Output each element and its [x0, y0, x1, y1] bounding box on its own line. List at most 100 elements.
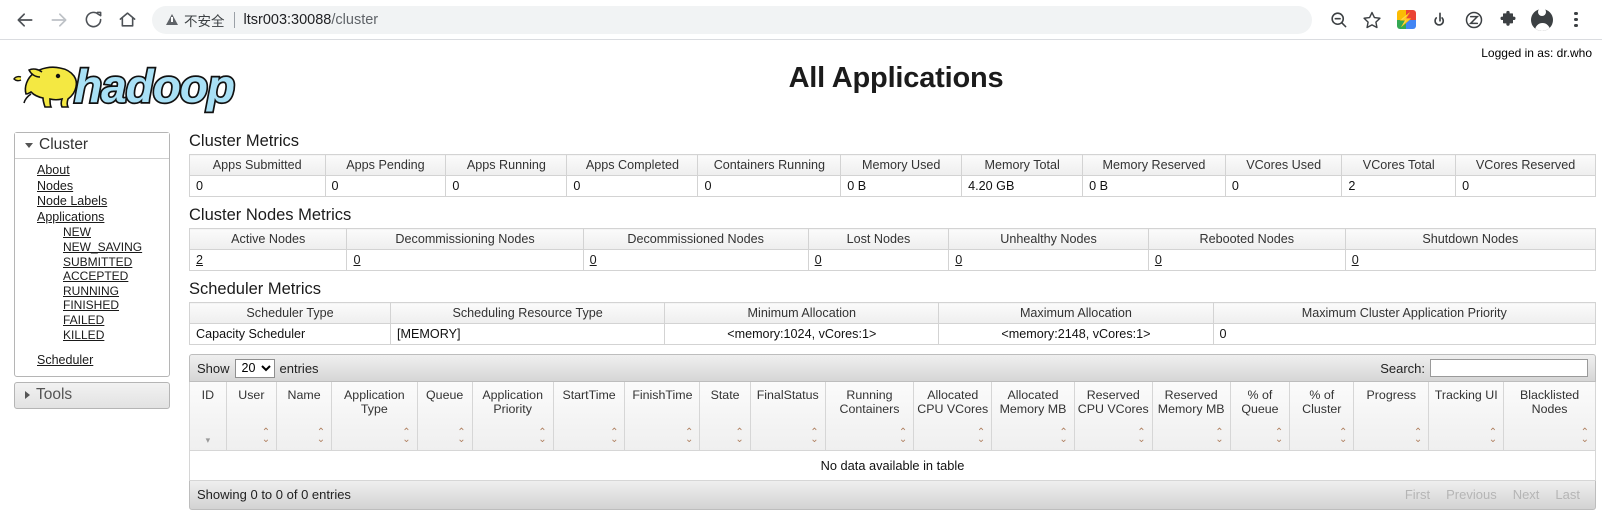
shutdown-nodes-link[interactable]: 0 [1351, 253, 1359, 267]
not-secure-indicator[interactable]: 不安全 [166, 10, 225, 30]
val-vcores-reserved: 0 [1455, 175, 1596, 197]
col-application-priority[interactable]: Application Priority [471, 382, 554, 451]
col-application-priority-label: Application Priority [482, 388, 543, 416]
circled-z-icon[interactable] [1458, 4, 1490, 36]
col-reserved-cpu-vcores-label: Reserved CPU VCores [1077, 388, 1149, 416]
col-allocated-cpu-vcores-label: Allocated CPU VCores [917, 388, 989, 416]
col-name[interactable]: Name [276, 382, 333, 451]
home-icon[interactable] [112, 5, 142, 35]
sidebar-item-nodes[interactable]: Nodes [37, 178, 74, 193]
col-progress[interactable]: Progress [1353, 382, 1430, 451]
forward-arrow-icon[interactable] [44, 5, 74, 35]
col-vcores-total: VCores Total [1341, 154, 1457, 176]
col-application-type-label: Application Type [344, 388, 405, 416]
scheduler-metrics-title: Scheduler Metrics [189, 280, 322, 298]
puzzle-piece-icon[interactable] [1492, 4, 1524, 36]
col-id[interactable]: ID [189, 382, 227, 451]
col-minimum-allocation: Minimum Allocation [664, 302, 940, 324]
val-rebooted-nodes[interactable]: 0 [1147, 249, 1346, 271]
sidebar-item-new[interactable]: NEW [63, 225, 91, 240]
pagination-first[interactable]: First [1404, 487, 1431, 502]
sidebar-item-running[interactable]: RUNNING [63, 283, 119, 298]
sidebar-section-cluster[interactable]: Cluster [15, 133, 169, 159]
sidebar-item-applications[interactable]: Applications [37, 209, 105, 224]
col-blacklisted-nodes[interactable]: Blacklisted Nodes [1503, 382, 1596, 451]
col-allocated-memory-mb[interactable]: Allocated Memory MB [991, 382, 1075, 451]
val-vcores-total: 2 [1341, 175, 1457, 197]
sidebar-section-tools[interactable]: Tools [14, 381, 170, 409]
decommissioned-nodes-link[interactable]: 0 [589, 253, 597, 267]
val-memory-used: 0 B [840, 175, 963, 197]
cluster-label: Cluster [39, 136, 89, 153]
three-dot-menu-icon[interactable] [1560, 4, 1592, 36]
sort-both-icon [1059, 428, 1067, 445]
address-bar[interactable]: 不安全 ltsr003:30088/cluster [152, 5, 1312, 34]
star-icon[interactable] [1356, 4, 1388, 36]
col-scheduling-resource-type: Scheduling Resource Type [390, 302, 666, 324]
val-shutdown-nodes[interactable]: 0 [1344, 249, 1597, 271]
pagination-next[interactable]: Next [1512, 487, 1540, 502]
sort-both-icon [538, 428, 546, 445]
val-unhealthy-nodes[interactable]: 0 [948, 249, 1149, 271]
sidebar-item-accepted[interactable]: ACCEPTED [63, 269, 129, 284]
val-decommissioned-nodes[interactable]: 0 [582, 249, 809, 271]
zoom-out-icon[interactable] [1322, 4, 1354, 36]
sidebar: Cluster About Nodes Node Labels Applicat… [14, 132, 170, 409]
decommissioning-nodes-link[interactable]: 0 [353, 253, 361, 267]
val-memory-reserved: 0 B [1082, 175, 1226, 197]
val-max-cluster-app-priority: 0 [1212, 323, 1597, 345]
sidebar-item-new-saving[interactable]: NEW_SAVING [63, 239, 143, 254]
back-arrow-icon[interactable] [10, 5, 40, 35]
col-tracking-ui[interactable]: Tracking UI [1428, 382, 1505, 451]
col-user[interactable]: User [225, 382, 278, 451]
col-state[interactable]: State [699, 382, 751, 451]
col-allocated-memory-mb-label: Allocated Memory MB [999, 388, 1067, 416]
sidebar-item-finished[interactable]: FINISHED [63, 298, 120, 313]
url-path: /cluster [331, 11, 379, 28]
col-memory-reserved: Memory Reserved [1082, 154, 1226, 176]
sort-both-icon [1339, 428, 1347, 445]
col-finishtime[interactable]: FinishTime [624, 382, 701, 451]
sort-both-icon [402, 428, 410, 445]
hadoop-logo[interactable]: hadoop [12, 50, 287, 122]
val-decommissioning-nodes[interactable]: 0 [346, 249, 584, 271]
not-secure-label: 不安全 [184, 13, 225, 29]
search-input[interactable] [1430, 359, 1588, 377]
reload-icon[interactable] [78, 5, 108, 35]
col-running-containers[interactable]: Running Containers [824, 382, 915, 451]
col-percent-of-queue[interactable]: % of Queue [1229, 382, 1291, 451]
yarn-resourcemanager-page: Logged in as: dr.who hadoop All Applicat… [0, 40, 1602, 512]
unhealthy-nodes-link[interactable]: 0 [955, 253, 963, 267]
sidebar-item-killed[interactable]: KILLED [63, 327, 105, 342]
colorful-extension-icon[interactable]: ⚡ [1390, 4, 1422, 36]
col-reserved-cpu-vcores[interactable]: Reserved CPU VCores [1073, 382, 1153, 451]
val-lost-nodes[interactable]: 0 [807, 249, 950, 271]
sidebar-item-failed[interactable]: FAILED [63, 312, 105, 327]
page-length-select[interactable]: 20 [234, 358, 275, 378]
col-application-type[interactable]: Application Type [331, 382, 418, 451]
val-scheduling-resource-type: [MEMORY] [390, 323, 666, 345]
col-starttime[interactable]: StartTime [552, 382, 626, 451]
col-finalstatus[interactable]: FinalStatus [749, 382, 826, 451]
rebooted-nodes-link[interactable]: 0 [1154, 253, 1162, 267]
sidebar-item-about[interactable]: About [37, 163, 70, 177]
active-nodes-link[interactable]: 2 [196, 253, 204, 267]
col-queue[interactable]: Queue [416, 382, 473, 451]
table-empty-row: No data available in table [189, 450, 1596, 481]
sort-both-icon [977, 428, 985, 445]
col-reserved-memory-mb[interactable]: Reserved Memory MB [1151, 382, 1231, 451]
sort-both-icon [1581, 428, 1589, 445]
lost-nodes-link[interactable]: 0 [814, 253, 822, 267]
sidebar-item-scheduler[interactable]: Scheduler [37, 353, 94, 368]
sidebar-item-submitted[interactable]: SUBMITTED [63, 254, 133, 269]
col-allocated-cpu-vcores[interactable]: Allocated CPU VCores [913, 382, 993, 451]
pagination-last[interactable]: Last [1555, 487, 1580, 502]
entries-label: entries [279, 360, 319, 376]
avatar [1531, 7, 1553, 31]
link-chain-icon[interactable] [1424, 4, 1456, 36]
col-percent-of-cluster[interactable]: % of Cluster [1289, 382, 1355, 451]
profile-avatar-icon[interactable] [1526, 4, 1558, 36]
val-active-nodes[interactable]: 2 [188, 249, 348, 271]
sidebar-item-node-labels[interactable]: Node Labels [37, 194, 108, 209]
pagination-previous[interactable]: Previous [1446, 487, 1497, 502]
